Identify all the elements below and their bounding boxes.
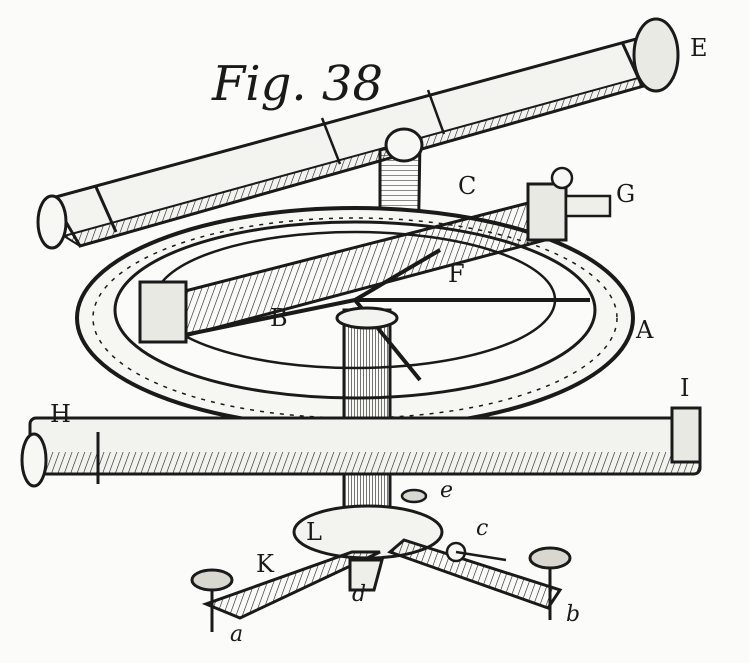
label-e-lower: e [440,478,454,503]
label-l: L [306,518,322,546]
label-b: B [270,304,288,332]
label-d: d [352,582,367,607]
label-a-lower: a [230,622,244,647]
lower-telescope [20,406,702,488]
label-b-lower: b [566,602,581,627]
label-c: C [458,172,477,200]
label-h: H [50,400,71,428]
label-e-upper: E [690,34,708,62]
label-f: F [448,260,465,288]
label-a-upper: A [636,316,654,344]
label-g: G [616,180,636,208]
tripod-base [190,488,572,632]
alidade-tube [138,166,612,344]
label-i: I [680,374,690,402]
label-c-lower: c [476,516,489,541]
label-k: K [256,550,274,578]
central-column [335,306,399,512]
upper-telescope [36,17,680,250]
figure-caption: Fig. 38 [212,56,383,112]
